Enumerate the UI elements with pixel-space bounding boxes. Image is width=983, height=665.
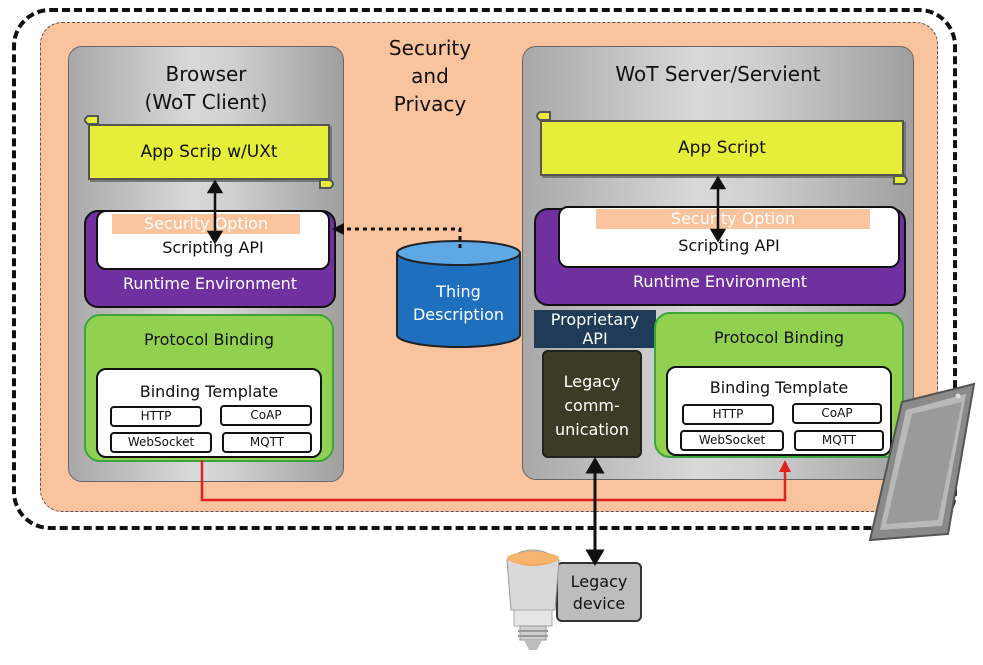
- server-app-script-scroll: [540, 120, 904, 176]
- client-app-script-scroll: [88, 124, 330, 180]
- server-scripting-api-label: Scripting API: [678, 236, 780, 255]
- server-protocol-mqtt: MQTT: [794, 430, 884, 451]
- client-runtime-label: Runtime Environment: [122, 274, 298, 293]
- server-binding-template-label: Binding Template: [709, 378, 849, 397]
- server-protocol-websocket: WebSocket: [680, 430, 784, 451]
- thing-description-label: Thing Description: [412, 282, 505, 324]
- tablet-icon: [868, 382, 976, 542]
- outer-system-boundary: [12, 8, 957, 530]
- thing-description-cylinder: [396, 240, 521, 348]
- legacy-device-box: Legacy device: [556, 562, 642, 622]
- binding-connector-red: [200, 460, 791, 502]
- server-protocol-coap: CoAP: [792, 403, 882, 424]
- client-app-script-label: App Scrip w/UXt: [140, 142, 278, 162]
- client-protocol-coap: CoAP: [220, 405, 312, 426]
- client-protocol-http: HTTP: [110, 406, 202, 427]
- client-security-option: Security Option: [112, 214, 300, 234]
- client-title: Browser (WoT Client): [144, 62, 268, 114]
- server-scroll-curls: [536, 111, 908, 185]
- light-bulb-icon: [506, 549, 560, 650]
- server-title: WoT Server/Servient: [615, 62, 821, 86]
- client-protocol-binding-label: Protocol Binding: [143, 330, 275, 349]
- client-script-api-arrow: [206, 179, 224, 245]
- server-legacy-communication: Legacy comm- unication: [542, 350, 642, 458]
- thing-description-dotted-arrow: [332, 223, 462, 248]
- server-runtime-label: Runtime Environment: [632, 272, 808, 291]
- client-scroll-curls: [84, 115, 334, 189]
- server-protocol-http: HTTP: [682, 404, 774, 425]
- client-protocol-mqtt: MQTT: [222, 432, 312, 453]
- client-protocol-websocket: WebSocket: [110, 432, 212, 453]
- server-proprietary-api: Proprietary API: [534, 310, 656, 348]
- security-privacy-label: Security and Privacy: [388, 36, 472, 116]
- server-script-api-arrow: [709, 175, 727, 243]
- server-app-script-label: App Script: [678, 138, 766, 158]
- server-security-option: Security Option: [596, 209, 870, 229]
- client-binding-template-label: Binding Template: [139, 382, 279, 401]
- client-scripting-api-label: Scripting API: [162, 238, 264, 257]
- legacy-comm-device-arrow: [585, 457, 605, 566]
- server-protocol-binding-label: Protocol Binding: [713, 328, 845, 347]
